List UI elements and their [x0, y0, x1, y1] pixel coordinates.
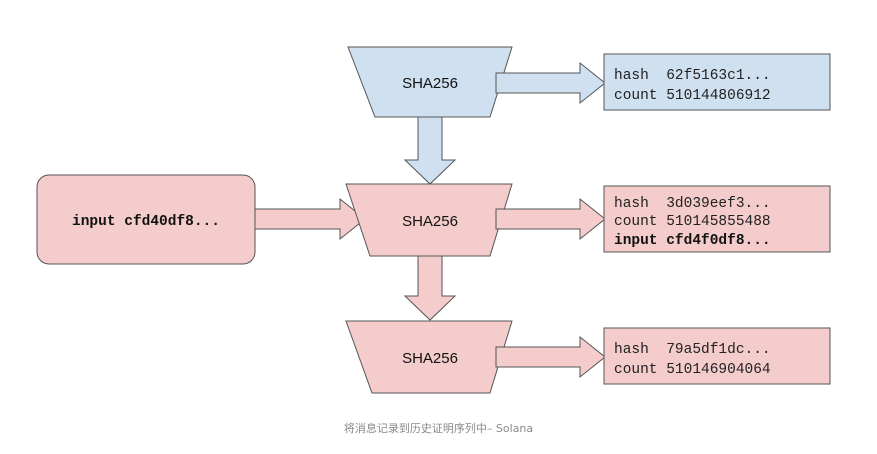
output-box: [603, 185, 831, 253]
output-top: hash 62f5163c1... count 510144806912: [603, 53, 831, 111]
output-box: [603, 53, 831, 111]
funnel-shape: [347, 46, 513, 118]
sha256-top-block: SHA256: [347, 46, 513, 118]
sha256-middle-block: SHA256: [345, 183, 513, 257]
funnel-label: SHA256: [402, 213, 458, 230]
funnel-shape: [345, 320, 513, 394]
arrow-right-icon: [495, 197, 606, 241]
count-line: count 510144806912: [614, 88, 771, 104]
funnel-label: SHA256: [402, 75, 458, 92]
sha256-bottom-block: SHA256: [345, 320, 513, 394]
funnel-label: SHA256: [402, 350, 458, 367]
figure-caption: 将消息记录到历史证明序列中– Solana: [343, 422, 534, 435]
output-box: [603, 327, 831, 385]
arrow-right-icon: [495, 335, 606, 379]
count-line: count 510146904064: [614, 362, 771, 378]
input-line: input cfd4f0df8...: [614, 233, 771, 249]
input-text: input cfd40df8...: [72, 214, 220, 230]
arrow-down-icon: [403, 255, 457, 321]
input-block: input cfd40df8...: [36, 174, 256, 265]
hash-line: hash 62f5163c1...: [614, 68, 771, 84]
output-bottom: hash 79a5df1dc... count 510146904064: [603, 327, 831, 385]
output-middle: hash 3d039eef3... count 510145855488 inp…: [603, 185, 831, 253]
hash-line: hash 79a5df1dc...: [614, 342, 771, 358]
funnel-shape: [345, 183, 513, 257]
hash-line: hash 3d039eef3...: [614, 196, 771, 212]
arrow-down-icon: [403, 116, 457, 185]
arrow-right-icon: [495, 61, 606, 105]
arrow-right-icon: [254, 197, 366, 241]
count-line: count 510145855488: [614, 214, 771, 230]
